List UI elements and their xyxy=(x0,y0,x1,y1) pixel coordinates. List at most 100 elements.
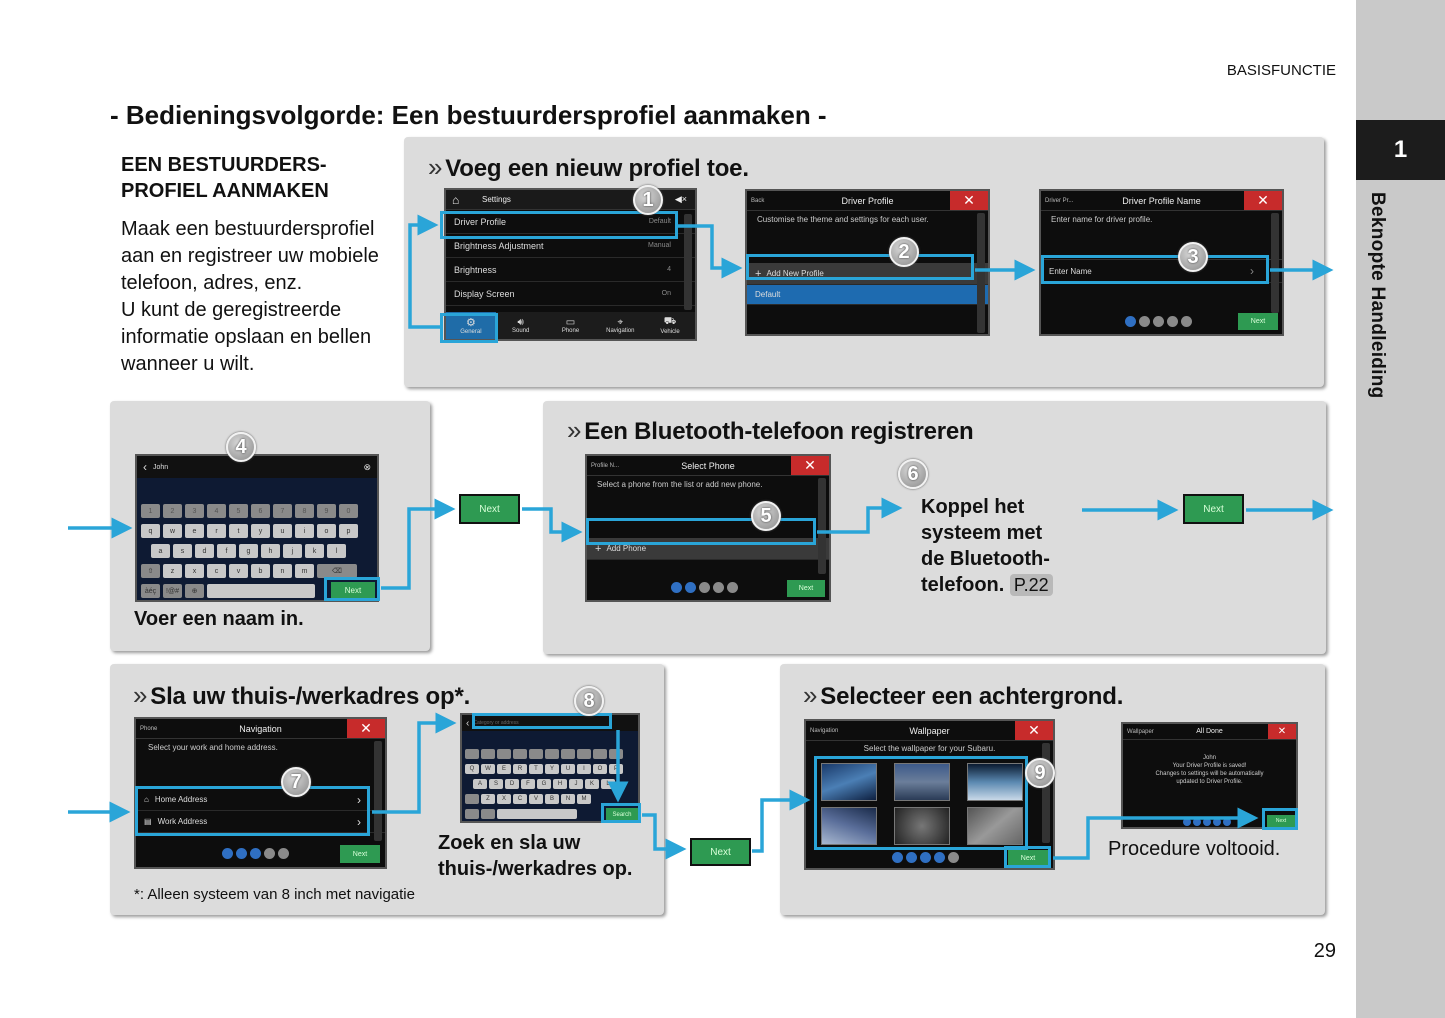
tab-navigation[interactable]: ⌖Navigation xyxy=(595,312,645,339)
wallpaper-thumbnail[interactable] xyxy=(967,807,1023,845)
key[interactable]: p xyxy=(339,524,358,538)
shift-key[interactable]: ⇧ xyxy=(141,564,160,578)
key[interactable]: 5 xyxy=(229,504,248,518)
key[interactable]: o xyxy=(317,524,336,538)
next-button-step4[interactable]: Next xyxy=(459,494,520,524)
accent-key[interactable]: àéç xyxy=(141,584,160,598)
key[interactable]: 2 xyxy=(163,504,182,518)
key[interactable]: R xyxy=(513,764,527,774)
back-button[interactable]: Profile N... xyxy=(591,462,620,469)
key[interactable]: k xyxy=(305,544,324,558)
key[interactable]: x xyxy=(185,564,204,578)
scrollbar[interactable] xyxy=(374,741,382,841)
key[interactable]: 6 xyxy=(251,504,270,518)
next-button[interactable]: Next xyxy=(1238,313,1278,330)
key[interactable]: X xyxy=(497,794,511,804)
globe-icon[interactable]: ⊕ xyxy=(185,584,204,598)
close-icon[interactable]: ✕ xyxy=(1268,724,1296,739)
key[interactable]: O xyxy=(593,764,607,774)
back-button[interactable]: Navigation xyxy=(810,727,839,734)
back-button[interactable]: Back xyxy=(751,197,765,204)
key[interactable]: C xyxy=(513,794,527,804)
key[interactable]: e xyxy=(185,524,204,538)
wallpaper-thumbnail[interactable] xyxy=(821,807,877,845)
key[interactable]: I xyxy=(577,764,591,774)
back-icon[interactable]: ‹ xyxy=(143,460,147,474)
next-button[interactable]: Next xyxy=(1267,815,1295,827)
key[interactable]: 1 xyxy=(141,504,160,518)
key[interactable]: a xyxy=(151,544,170,558)
key[interactable]: b xyxy=(251,564,270,578)
back-icon[interactable]: ‹ xyxy=(466,717,470,729)
key[interactable]: 7 xyxy=(273,504,292,518)
work-address-row[interactable]: ▤Work Address› xyxy=(136,811,385,833)
scrollbar[interactable] xyxy=(818,478,826,574)
next-button-step6[interactable]: Next xyxy=(1183,494,1244,524)
wallpaper-thumbnail[interactable] xyxy=(894,763,950,801)
key[interactable]: A xyxy=(473,779,487,789)
symbol-key[interactable] xyxy=(481,809,495,819)
close-icon[interactable]: ✕ xyxy=(950,191,988,210)
wallpaper-thumbnail[interactable] xyxy=(821,763,877,801)
close-icon[interactable]: ✕ xyxy=(1244,191,1282,210)
tab-general[interactable]: ⚙General xyxy=(446,312,496,339)
next-button[interactable]: Next xyxy=(340,845,380,863)
key[interactable]: K xyxy=(585,779,599,789)
key[interactable]: Y xyxy=(545,764,559,774)
next-button[interactable]: Next xyxy=(1008,850,1048,866)
key[interactable]: J xyxy=(569,779,583,789)
key[interactable]: 8 xyxy=(295,504,314,518)
key[interactable]: T xyxy=(529,764,543,774)
key[interactable]: Z xyxy=(481,794,495,804)
key[interactable]: G xyxy=(537,779,551,789)
tab-sound[interactable]: 🔊︎Sound xyxy=(496,312,546,339)
default-profile-row[interactable]: Default xyxy=(747,285,988,305)
key[interactable]: q xyxy=(141,524,160,538)
key[interactable]: d xyxy=(195,544,214,558)
key[interactable]: r xyxy=(207,524,226,538)
scrollbar[interactable] xyxy=(977,213,985,333)
key[interactable]: s xyxy=(173,544,192,558)
key[interactable]: 0 xyxy=(339,504,358,518)
key[interactable]: V xyxy=(529,794,543,804)
next-button[interactable]: Next xyxy=(331,582,375,598)
key[interactable]: S xyxy=(489,779,503,789)
key[interactable]: h xyxy=(261,544,280,558)
key[interactable]: v xyxy=(229,564,248,578)
scrollbar[interactable] xyxy=(684,214,692,310)
scrollbar[interactable] xyxy=(1042,743,1050,843)
clear-icon[interactable]: ⊗ xyxy=(363,461,371,472)
key[interactable]: t xyxy=(229,524,248,538)
tab-phone[interactable]: ▭Phone xyxy=(546,312,596,339)
back-button[interactable]: Driver Pr... xyxy=(1045,197,1074,204)
back-button[interactable]: Wallpaper xyxy=(1127,728,1154,735)
search-button[interactable]: Search xyxy=(606,808,638,821)
key[interactable]: w xyxy=(163,524,182,538)
key[interactable]: f xyxy=(217,544,236,558)
key[interactable]: c xyxy=(207,564,226,578)
key[interactable]: 9 xyxy=(317,504,336,518)
home-address-row[interactable]: ⌂Home Address› xyxy=(136,789,385,811)
back-button[interactable]: Phone xyxy=(140,725,158,732)
shift-key[interactable] xyxy=(465,794,479,804)
key[interactable]: F xyxy=(521,779,535,789)
key[interactable]: g xyxy=(239,544,258,558)
key[interactable]: i xyxy=(295,524,314,538)
close-icon[interactable]: ✕ xyxy=(347,719,385,738)
symbol-key[interactable]: !@# xyxy=(163,584,182,598)
key[interactable]: u xyxy=(273,524,292,538)
key[interactable]: H xyxy=(553,779,567,789)
key[interactable]: z xyxy=(163,564,182,578)
key[interactable]: W xyxy=(481,764,495,774)
key[interactable]: D xyxy=(505,779,519,789)
key[interactable]: U xyxy=(561,764,575,774)
key[interactable]: l xyxy=(327,544,346,558)
next-button[interactable]: Next xyxy=(787,580,825,597)
key[interactable]: N xyxy=(561,794,575,804)
scrollbar[interactable] xyxy=(1271,213,1279,313)
wallpaper-thumbnail[interactable] xyxy=(894,807,950,845)
key[interactable]: E xyxy=(497,764,511,774)
